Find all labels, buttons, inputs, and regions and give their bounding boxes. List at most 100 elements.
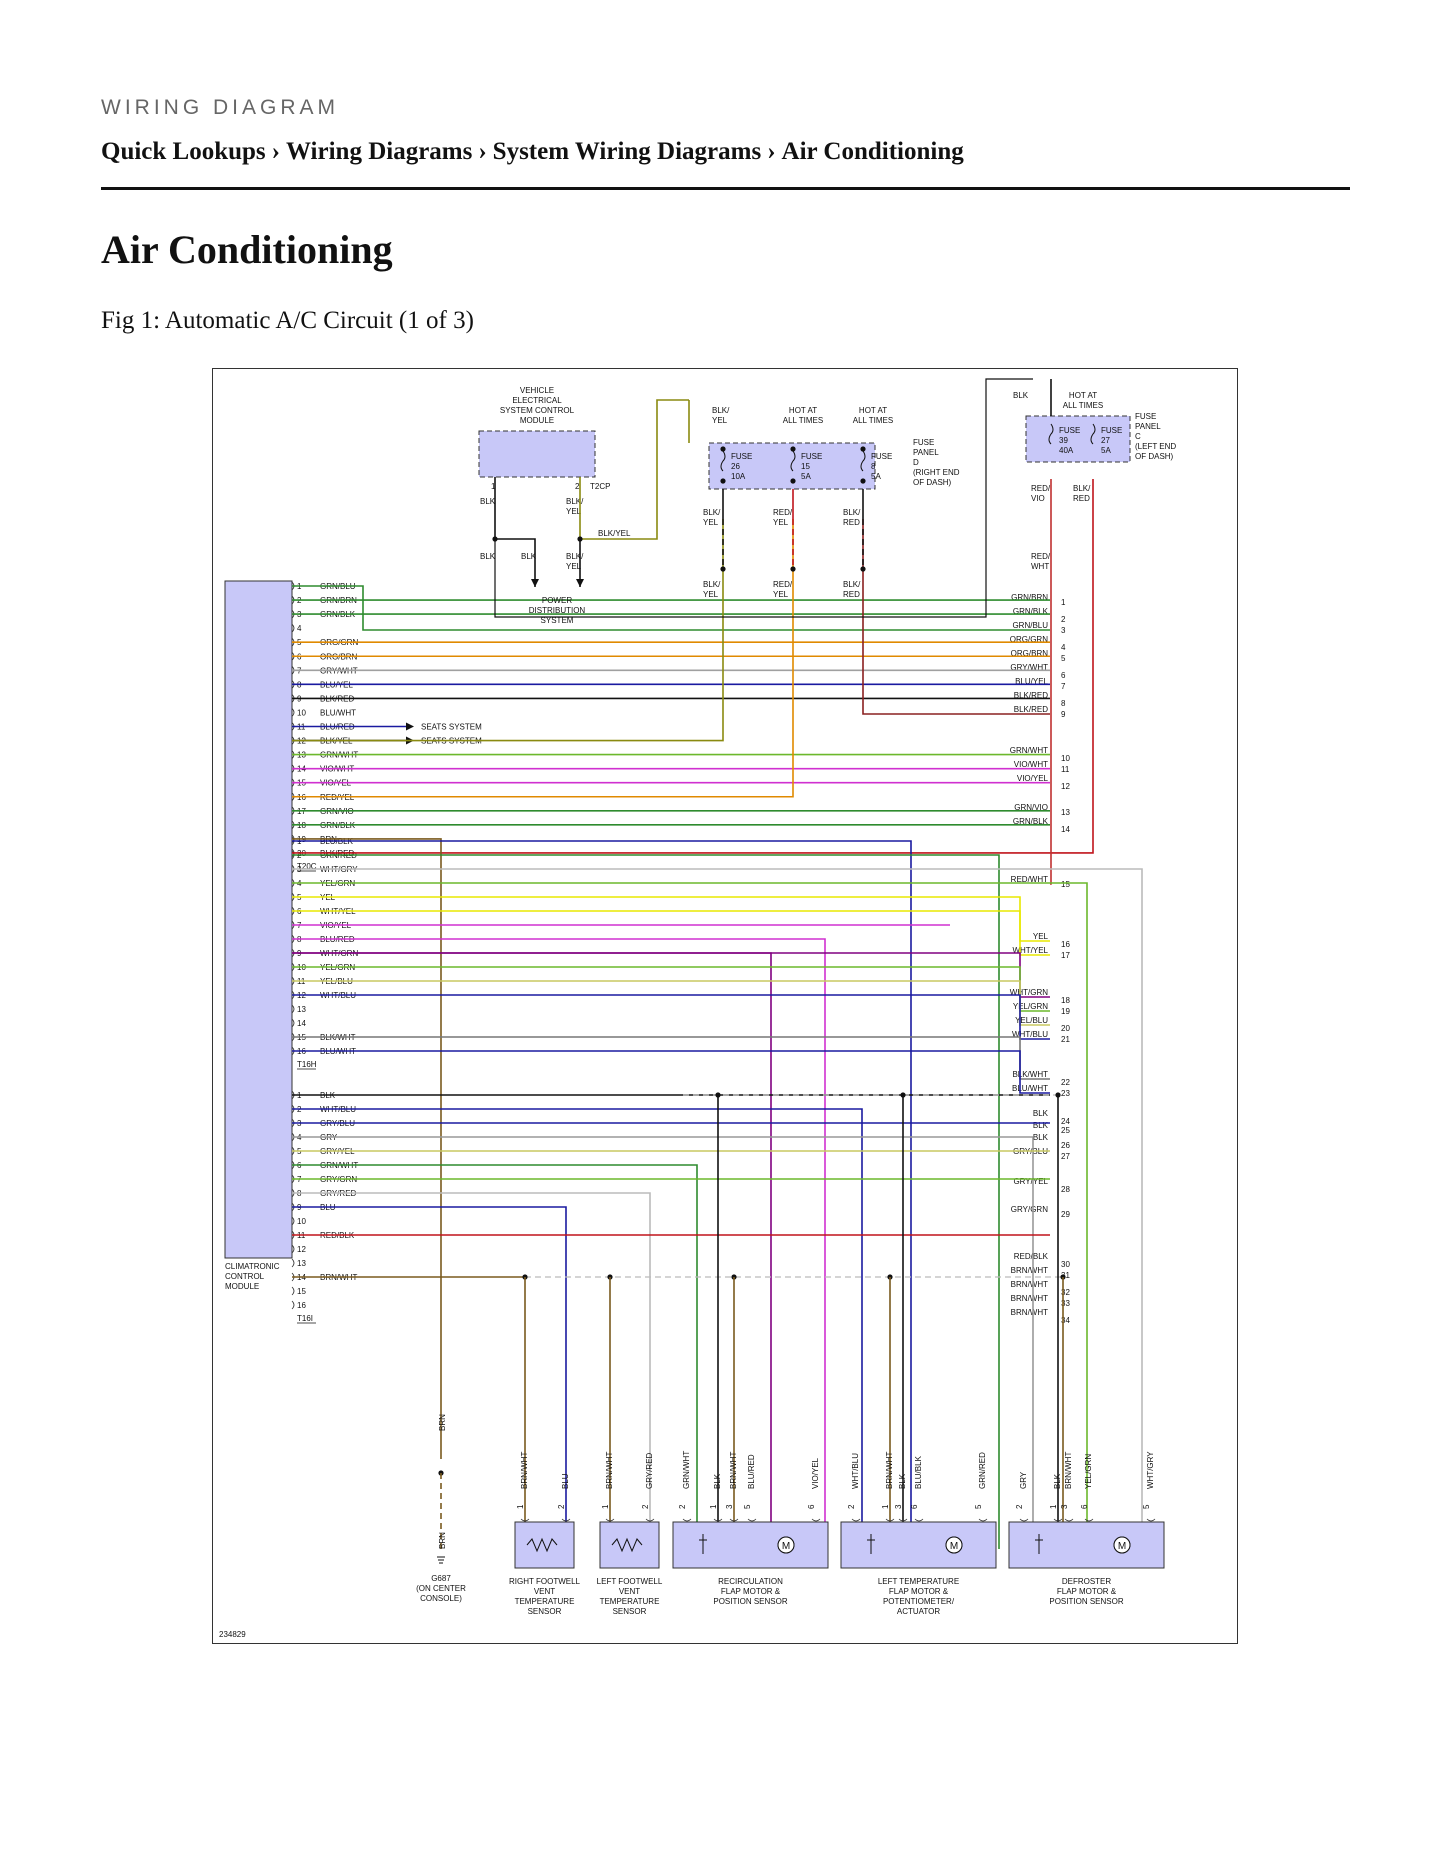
- right-reference-wire: BLK: [1033, 1133, 1049, 1142]
- ground-label: (ON CENTER: [416, 1584, 466, 1593]
- component-pin-number: 6: [1080, 1504, 1089, 1509]
- fuse-wire-label: BLK/: [1073, 484, 1091, 493]
- right-reference-wire: GRY/GRN: [1011, 1205, 1048, 1214]
- component-pin-number: 5: [743, 1504, 752, 1509]
- right-reference-wire: BLU/YEL: [1015, 677, 1048, 686]
- right-reference-number: 30: [1061, 1260, 1070, 1269]
- right-reference-number: 34: [1061, 1316, 1070, 1325]
- t16i-drop-wire: [292, 1206, 567, 1549]
- component-pin-wire: BRN/WHT: [1064, 1452, 1073, 1489]
- fuse-panel-d-top-wire: YEL: [712, 416, 728, 425]
- right-reference-wire: BRN/WHT: [1011, 1280, 1048, 1289]
- component-pin-mark: [605, 1518, 615, 1522]
- component-pin-number: 1: [881, 1504, 890, 1509]
- component-pin-wire: WHT/GRY: [1146, 1451, 1155, 1489]
- component-label: LEFT FOOTWELL: [597, 1577, 663, 1586]
- breadcrumb-item-wiring-diagrams[interactable]: Wiring Diagrams: [286, 138, 473, 165]
- vesc-connector-name: T2CP: [590, 482, 610, 491]
- vesc-module-label: VEHICLE: [520, 386, 554, 395]
- t20c-pin-mark: [291, 623, 295, 633]
- fuse-label: FUSE: [871, 452, 892, 461]
- right-reference-number: 22: [1061, 1078, 1070, 1087]
- fuse-wire-label: BLK/: [703, 580, 721, 589]
- right-reference-number: 29: [1061, 1210, 1070, 1219]
- ground-symbol: [437, 1556, 445, 1564]
- ground-return-wire: [494, 378, 1033, 618]
- t16i-pin-number: 10: [297, 1217, 306, 1226]
- component-pin-number: 2: [1015, 1504, 1024, 1509]
- fuse26-feed-wire: [292, 519, 724, 742]
- breadcrumb-item-system-wiring-diagrams[interactable]: System Wiring Diagrams: [492, 138, 762, 165]
- fuse-label: FUSE: [731, 452, 752, 461]
- right-reference-number: 2: [1061, 615, 1066, 624]
- hot-at-all-times-label: HOT AT: [789, 406, 817, 415]
- fuse-label: FUSE: [801, 452, 822, 461]
- fuse-wire-label: RED/: [1031, 552, 1051, 561]
- component-pin-mark: [1019, 1518, 1029, 1522]
- breadcrumb-separator: ›: [271, 138, 280, 165]
- fuse-panel-d-label: PANEL: [913, 448, 939, 457]
- right-reference-number: 13: [1061, 808, 1070, 817]
- right-reference-number: 26: [1061, 1141, 1070, 1150]
- component-pin-wire: GRY: [1019, 1471, 1028, 1489]
- ground-wire-label: BRN: [438, 1414, 447, 1431]
- right-reference-number: 24: [1061, 1117, 1070, 1126]
- breadcrumb-item-quick-lookups[interactable]: Quick Lookups: [101, 138, 266, 165]
- component-label: VENT: [619, 1587, 640, 1596]
- right-reference-wire: YEL/GRN: [1013, 1002, 1048, 1011]
- component-label: TEMPERATURE: [600, 1597, 660, 1606]
- component-pin-wire: BLK: [898, 1473, 907, 1489]
- fuse-label: 10A: [731, 472, 746, 481]
- thermistor-icon: [611, 1537, 643, 1553]
- right-reference-wire: BLK: [1033, 1109, 1049, 1118]
- t16h-pin-number: 13: [297, 1005, 306, 1014]
- right-reference-wire: GRN/WHT: [1010, 746, 1048, 755]
- component-pin-mark: [747, 1518, 757, 1522]
- right-reference-wire: WHT/BLU: [1012, 1030, 1048, 1039]
- component-label: RECIRCULATION: [718, 1577, 783, 1586]
- ground-wire-label: BRN: [438, 1532, 447, 1549]
- motor-icon: [1113, 1536, 1131, 1554]
- right-reference-number: 8: [1061, 699, 1066, 708]
- fuse-panel-c-label: PANEL: [1135, 422, 1161, 431]
- right-reference-number: 14: [1061, 825, 1070, 834]
- right-reference-wire: VIO/YEL: [1017, 774, 1049, 783]
- fuse-label: 5A: [1101, 446, 1111, 455]
- brn-ground-wire: [292, 838, 442, 1459]
- fuse-panel-d-top-wire: BLK/: [712, 406, 730, 415]
- component-pin-mark: [1053, 1518, 1063, 1522]
- fuse-symbol: [1090, 423, 1096, 445]
- fuse-panel-d-label: OF DASH): [913, 478, 952, 487]
- vesc-module-box: [478, 430, 596, 478]
- right-reference-number: 10: [1061, 754, 1070, 763]
- t16i-pin-number: 15: [297, 1287, 306, 1296]
- t16i-name: T16I: [297, 1314, 313, 1323]
- hot-at-all-times-label: HOT AT: [1069, 391, 1097, 400]
- figure-number: 234829: [219, 1630, 246, 1639]
- right-reference-wire: ORG/GRN: [1010, 635, 1048, 644]
- component-pin-mark: [713, 1518, 723, 1522]
- component-box: [672, 1521, 829, 1569]
- right-reference-wire: BLK/RED: [1014, 705, 1048, 714]
- component-label: SENSOR: [613, 1607, 647, 1616]
- fuse-panel-c-box: [1025, 415, 1131, 463]
- fuse-wire-label: RED/: [773, 508, 793, 517]
- header-rule: [101, 187, 1350, 190]
- component-label: POSITION SENSOR: [713, 1597, 787, 1606]
- right-reference-number: 18: [1061, 996, 1070, 1005]
- component-pin-number: 3: [1060, 1504, 1069, 1509]
- right-reference-number: 31: [1061, 1271, 1070, 1280]
- right-reference-number: 12: [1061, 782, 1070, 791]
- right-reference-number: 11: [1061, 765, 1070, 774]
- component-pin-number: 1: [516, 1504, 525, 1509]
- t16h-drop-wire: [292, 840, 912, 1549]
- component-pin-wire: BRN/WHT: [729, 1452, 738, 1489]
- fuse-terminal: [860, 478, 866, 484]
- climatronic-module-label: CONTROL: [225, 1272, 265, 1281]
- component-box: [1008, 1521, 1165, 1569]
- seats-system-label: SEATS SYSTEM: [421, 723, 482, 732]
- fuse-symbol: [790, 450, 796, 472]
- t16i-pin-number: 13: [297, 1259, 306, 1268]
- climatronic-module-label: CLIMATRONIC: [225, 1262, 280, 1271]
- fuse-panel-d-label: FUSE: [913, 438, 934, 447]
